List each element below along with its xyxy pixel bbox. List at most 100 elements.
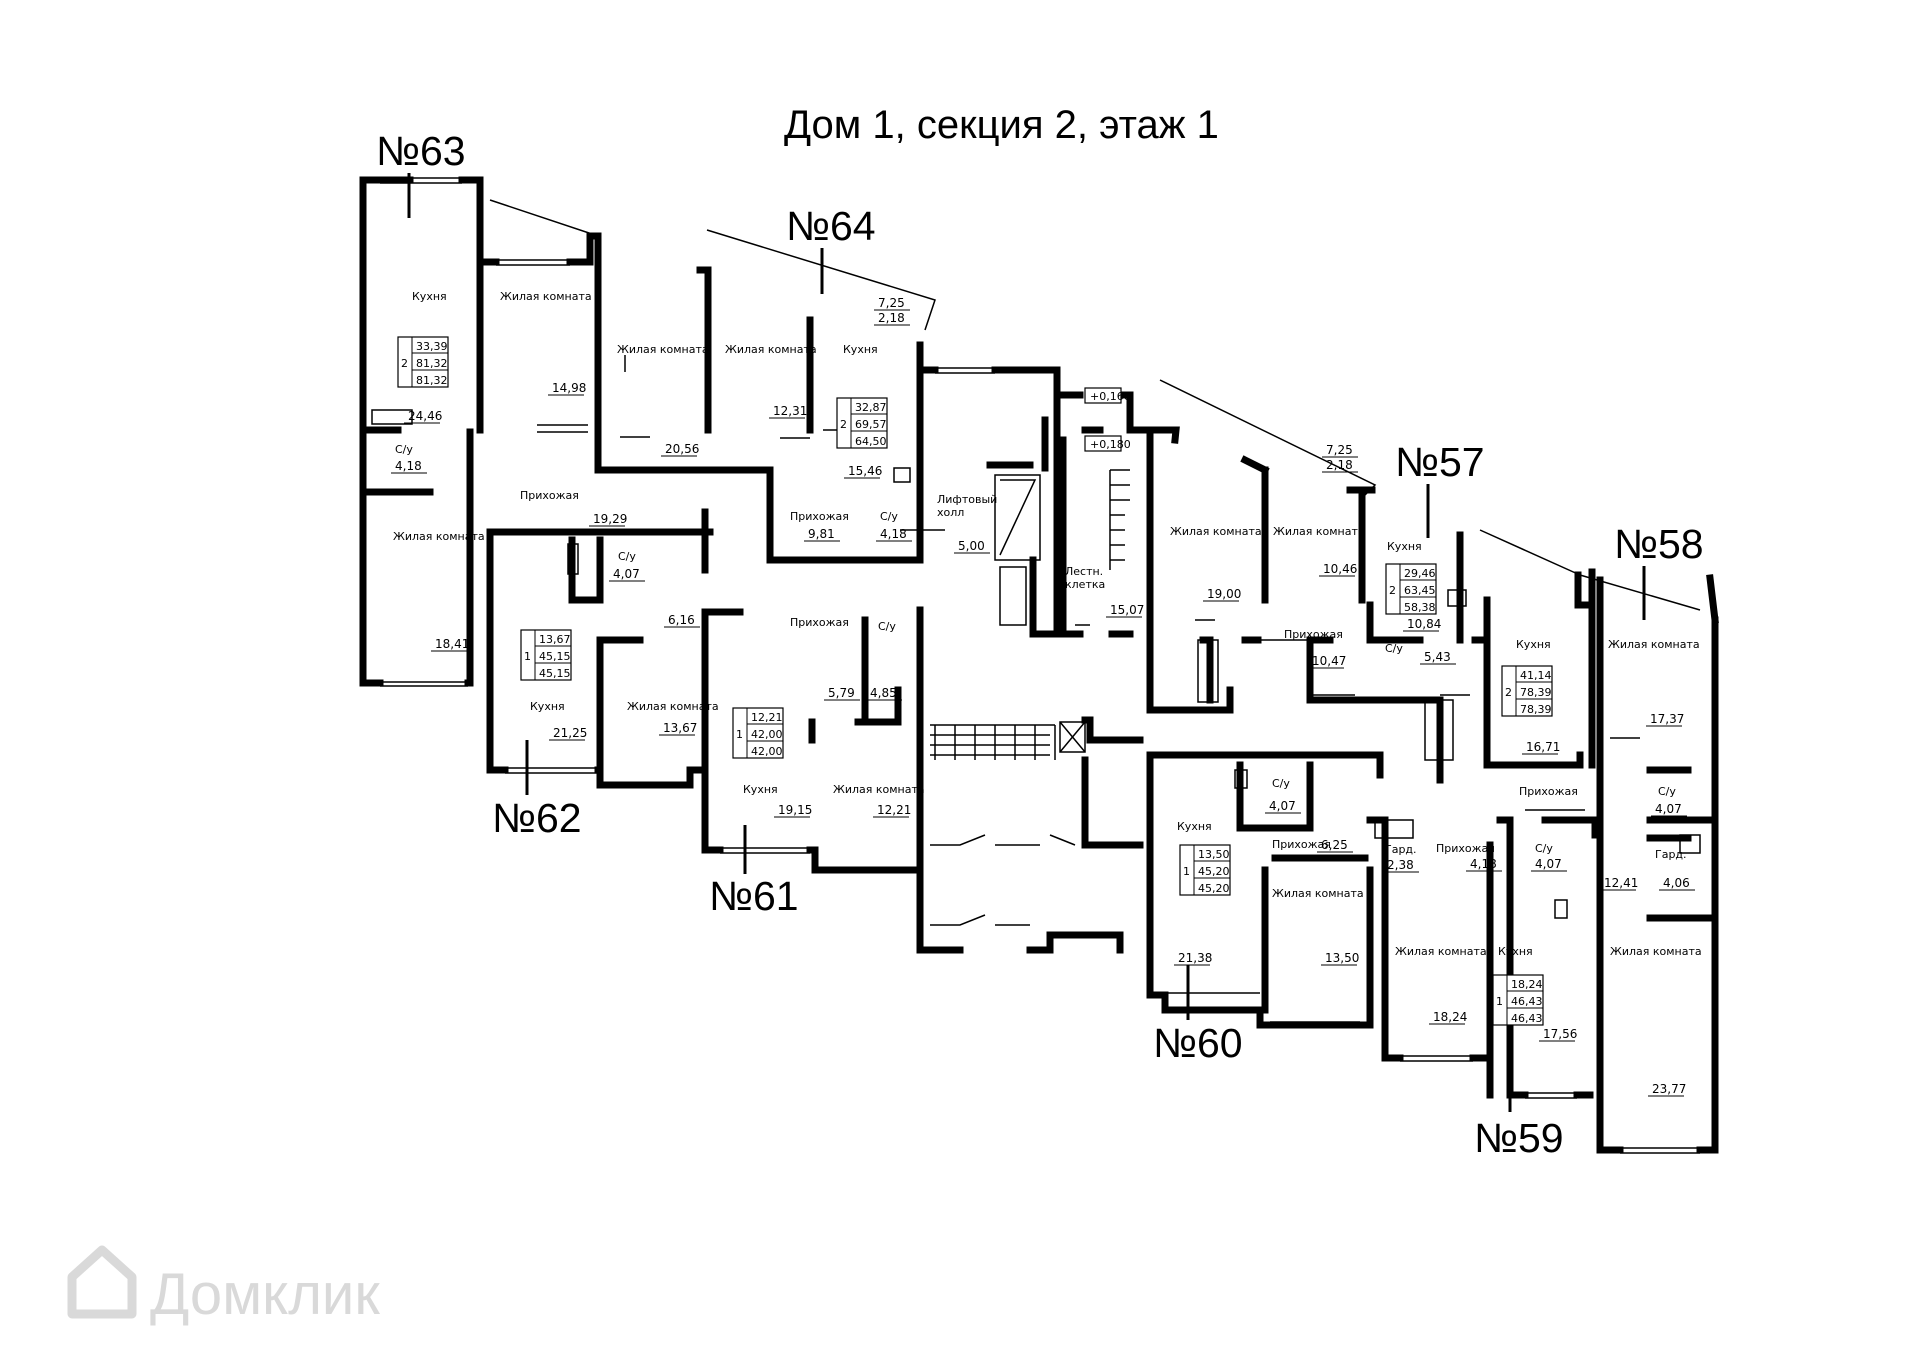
- room-25: 7,25: [1322, 443, 1358, 458]
- room-area: 9,81: [808, 527, 835, 541]
- summary-area-without-balcony: 81,32: [416, 374, 448, 387]
- room-area: 4,07: [613, 567, 640, 581]
- room-area: 4,06: [1663, 876, 1690, 890]
- room-29: С/у5,43: [1385, 642, 1456, 665]
- summary-area-without-balcony: 64,50: [855, 435, 887, 448]
- level-mark-2-text: +0,180: [1090, 438, 1131, 451]
- room-name: С/у: [1385, 642, 1403, 655]
- room-area: 2,38: [1387, 858, 1414, 872]
- apartment-label-59: №59: [1474, 1115, 1564, 1161]
- summary-area-without-balcony: 78,39: [1520, 703, 1552, 716]
- apartment-label-64: №64: [786, 203, 876, 249]
- summary-living-area: 29,46: [1404, 567, 1436, 580]
- room-name: Лестн.клетка: [1065, 565, 1105, 591]
- room-13: С/у 4,07: [609, 550, 645, 582]
- room-area: 6,25: [1321, 838, 1348, 852]
- room-10: С/у4,18: [876, 510, 912, 542]
- room-16: 6,16: [664, 613, 700, 628]
- room-area: 4,07: [1655, 802, 1682, 816]
- room-area: 6,16: [668, 613, 695, 627]
- room-name: Жилая комната: [833, 783, 925, 796]
- summary-total-area: 42,00: [751, 728, 783, 741]
- room-42: С/у4,07: [1531, 842, 1567, 872]
- room-name: Жилая комната: [1170, 525, 1262, 538]
- room-name: Жилая комната: [1608, 638, 1700, 651]
- summary-room-count: 1: [1183, 865, 1190, 878]
- room-area: 19,15: [778, 803, 812, 817]
- room-name: С/у: [618, 550, 636, 563]
- room-name: С/у: [880, 510, 898, 523]
- room-name: Прихожая: [520, 489, 579, 502]
- room-area: 4,18: [395, 459, 422, 473]
- room-40: Гард. 2,38: [1383, 843, 1419, 873]
- summary-total-area: 69,57: [855, 418, 887, 431]
- room-area: 5,00: [958, 539, 985, 553]
- apartment-label-58: №58: [1614, 521, 1704, 567]
- room-name: Гард.: [1655, 848, 1687, 861]
- room-name: Кухня: [843, 343, 878, 356]
- room-name: Прихожая: [1519, 785, 1578, 798]
- room-area: 18,24: [1433, 1010, 1467, 1024]
- room-area: 14,98: [552, 381, 586, 395]
- room-name: Прихожая: [1436, 842, 1495, 855]
- room-name: Кухня: [743, 783, 778, 796]
- room-name: С/у: [1272, 777, 1290, 790]
- room-area: 23,77: [1652, 1082, 1686, 1096]
- room-area: 12,31: [773, 404, 807, 418]
- summary-total-area: 46,43: [1511, 995, 1543, 1008]
- room-name: Прихожая: [790, 616, 849, 629]
- level-mark-2: [1084, 435, 1122, 452]
- walls: [359, 176, 1719, 1154]
- room-name: Кухня: [530, 700, 565, 713]
- room-area: 20,56: [665, 442, 699, 456]
- summary-total-area: 63,45: [1404, 584, 1436, 597]
- room-name: Прихожая: [1284, 628, 1343, 641]
- room-5: Жилая комната 18,41: [393, 530, 485, 652]
- room-area: 13,67: [663, 721, 697, 735]
- room-area: 13,50: [1325, 951, 1359, 965]
- room-area: 10,84: [1407, 617, 1441, 631]
- room-area: 24,46: [408, 409, 442, 423]
- summary-total-area: 45,15: [539, 650, 571, 663]
- summary-living-area: 18,24: [1511, 978, 1543, 991]
- room-area: 15,46: [848, 464, 882, 478]
- room-31: Жилая комната 17,37: [1608, 638, 1700, 727]
- room-32: Прихожая: [1519, 785, 1578, 798]
- thin-lines: [371, 177, 1701, 1154]
- room-name: С/у: [1535, 842, 1553, 855]
- room-area: 17,37: [1650, 712, 1684, 726]
- summary-room-count: 2: [1505, 686, 1512, 699]
- room-35: 12,41: [1600, 876, 1638, 891]
- room-name: Жилая комната: [393, 530, 485, 543]
- room-6: Жилая комната 20,56: [617, 343, 709, 457]
- room-area: 10,46: [1323, 562, 1357, 576]
- summary-total-area: 81,32: [416, 357, 448, 370]
- room-name: Прихожая: [790, 510, 849, 523]
- summary-area-without-balcony: 45,20: [1198, 882, 1230, 895]
- room-area: 21,25: [553, 726, 587, 740]
- room-8: Кухня 15,46: [843, 343, 882, 479]
- apartment-labels: №63 №64 №62 №61 №60 №57 №58 №59: [376, 128, 1704, 1161]
- room-area: 18,41: [435, 637, 469, 651]
- room-name: Жилая комната: [617, 343, 709, 356]
- summary-room-count: 2: [840, 418, 847, 431]
- room-name: Жилая комната: [1610, 945, 1702, 958]
- room-name: Гард.: [1385, 843, 1417, 856]
